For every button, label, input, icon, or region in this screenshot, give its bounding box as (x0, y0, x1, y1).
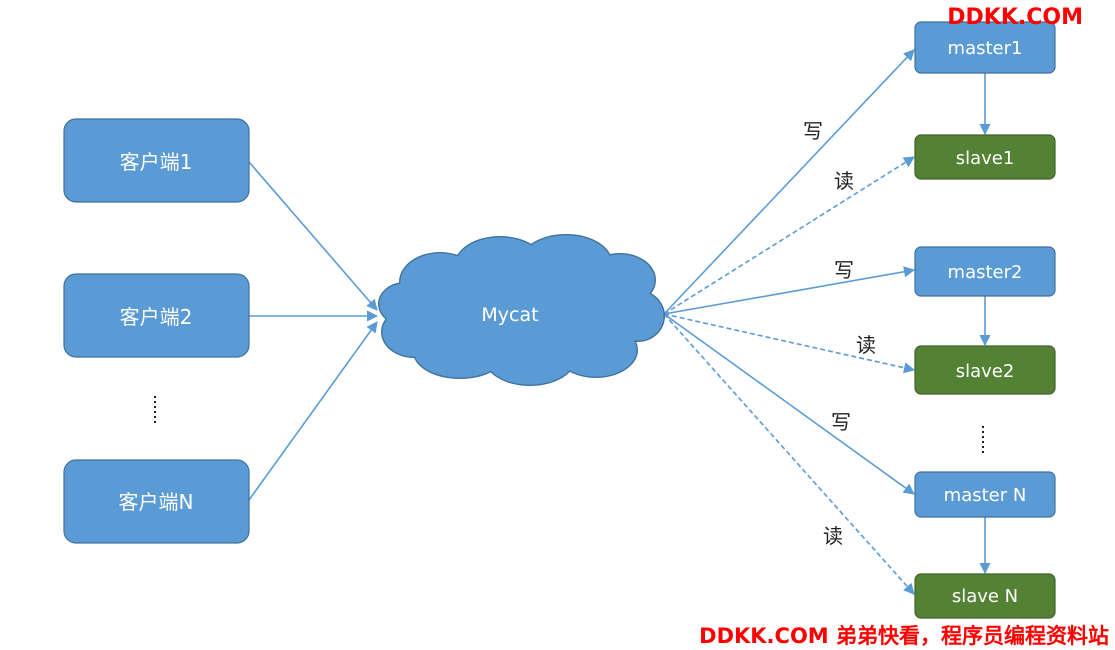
client-node-1-label: 客户端1 (120, 150, 193, 174)
mycat-cloud: Mycat (378, 234, 665, 386)
read-label-2: 读 (856, 333, 876, 357)
server-node-slave2-label: slave2 (956, 361, 1015, 382)
write-label-3: 写 (831, 410, 851, 434)
edge-mycat-slaveN-read (663, 313, 915, 595)
server-node-masterN-label: master N (944, 485, 1027, 506)
client-node-2-label: 客户端2 (120, 305, 193, 329)
edge-mycat-slave1-read (663, 156, 915, 315)
edge-clientN-mycat (248, 321, 378, 501)
client-node-2: 客户端2 (63, 273, 250, 358)
server-node-slaveN-label: slave N (952, 586, 1018, 607)
write-label-1: 写 (803, 119, 823, 143)
watermark-bottom: DDKK.COM 弟弟快看，程序员编程资料站 (699, 624, 1109, 648)
write-label-2: 写 (834, 258, 854, 282)
server-node-master2-label: master2 (948, 262, 1023, 283)
server-node-masterN: master N (914, 471, 1056, 518)
server-edges (663, 49, 916, 595)
edge-mycat-master1-write (663, 49, 915, 315)
server-ellipsis (982, 426, 984, 453)
client-edges (248, 161, 379, 501)
edge-mycat-master2-write (663, 266, 916, 315)
server-node-slave1: slave1 (914, 134, 1056, 180)
client-node-n: 客户端N (63, 459, 250, 544)
edge-client1-mycat (248, 161, 378, 311)
server-node-slave2: slave2 (914, 345, 1056, 395)
client-nodes: 客户端1 客户端2 客户端N (63, 118, 250, 544)
mycat-label: Mycat (481, 304, 538, 326)
client-ellipsis (154, 396, 156, 423)
server-node-slave1-label: slave1 (956, 148, 1015, 169)
watermark-top: DDKK.COM (947, 5, 1083, 30)
client-node-1: 客户端1 (63, 118, 250, 203)
server-node-slaveN: slave N (914, 573, 1056, 619)
server-nodes: master1 slave1 master2 slave2 master N s… (914, 21, 1056, 619)
server-node-master1: master1 (914, 21, 1056, 74)
edge-mycat-slave2-read (663, 313, 916, 374)
read-label-3: 读 (823, 524, 843, 548)
server-node-master2: master2 (914, 246, 1056, 297)
edge-labels: 写 读 写 读 写 读 (803, 119, 876, 548)
client-node-n-label: 客户端N (119, 490, 194, 514)
edge-mycat-masterN-write (663, 313, 915, 495)
server-node-master1-label: master1 (948, 38, 1023, 59)
read-label-1: 读 (834, 169, 854, 193)
